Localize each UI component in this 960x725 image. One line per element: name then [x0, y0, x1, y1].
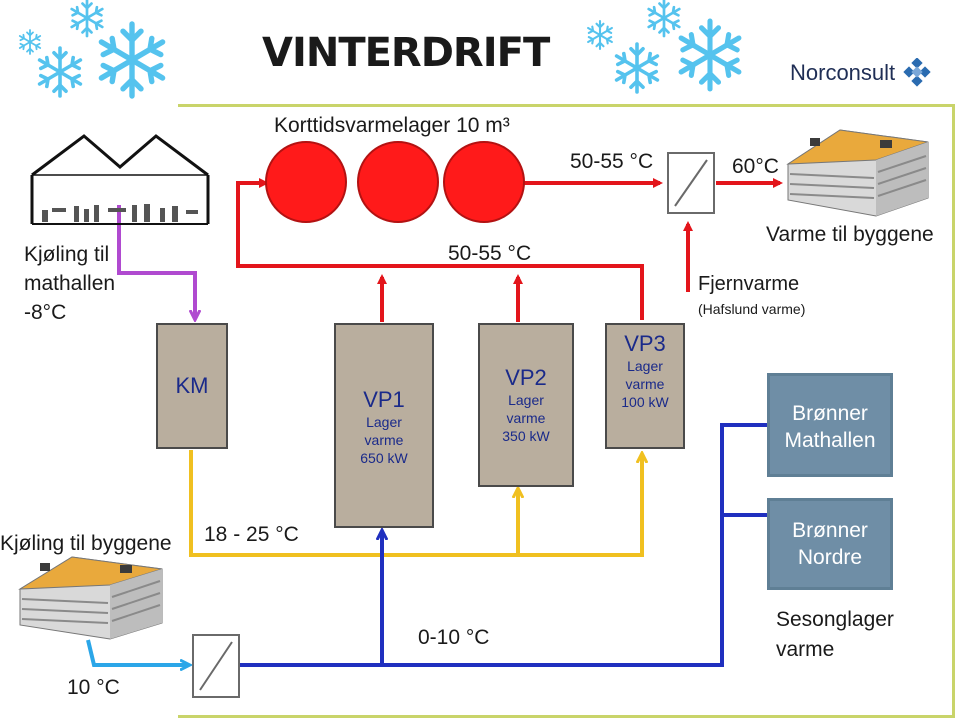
well-mathallen-line1: Brønner [792, 402, 868, 425]
low-temp-loop [189, 450, 642, 557]
unit-vp1-line3: 650 kW [360, 450, 408, 466]
unit-vp1-name: VP1 [363, 387, 405, 412]
unit-vp1: VP1 Lager varme 650 kW [334, 323, 434, 528]
ground-loop [240, 423, 767, 667]
heat-buildings-label: Varme til byggene [766, 223, 934, 246]
snowflake-icon [587, 19, 613, 51]
snowflake-icon [101, 24, 162, 96]
building-cooling-label: Kjøling til byggene [0, 532, 172, 555]
unit-vp3: VP3 Lager varme 100 kW [605, 323, 685, 449]
storage-tank-1 [265, 141, 347, 223]
temp-mid: 50-55 °C [448, 242, 532, 265]
snowflake-icon [70, 0, 104, 38]
unit-vp2-line2: varme [506, 410, 546, 426]
temp-out: 60°C [732, 155, 779, 178]
market-cooling-line-2: mathallen [24, 272, 116, 295]
market-hall-icon [30, 134, 210, 225]
temp-ground-loop: 0-10 °C [418, 626, 490, 649]
unit-vp2: VP2 Lager varme 350 kW [478, 323, 574, 487]
temp-bottom-left: 10 °C [67, 676, 120, 699]
snowflake-icon [18, 29, 42, 55]
snowflake-icon [614, 42, 660, 94]
well-mathallen: Brønner Mathallen [767, 373, 893, 477]
market-cooling-line-3: -8°C [24, 301, 67, 324]
logo-text: Norconsult [790, 60, 896, 85]
temp-top-right: 50-55 °C [570, 150, 654, 173]
building-icon [18, 556, 163, 640]
snowflake-icon [37, 46, 83, 98]
unit-vp3-line1: Lager [627, 358, 663, 374]
content-frame [178, 104, 955, 718]
heat-exchanger-icon [667, 152, 715, 214]
seasonal-storage-label: Sesonglager varme [776, 605, 894, 665]
storage-tanks [265, 141, 525, 223]
well-nordre-line1: Brønner [792, 519, 868, 542]
unit-vp3-line3: 100 kW [621, 394, 669, 410]
seasonal-line-2: varme [776, 638, 835, 661]
unit-vp3-line2: varme [625, 376, 665, 392]
unit-km-name: KM [175, 373, 209, 398]
unit-vp2-line3: 350 kW [502, 428, 550, 444]
seasonal-line-1: Sesonglager [776, 608, 894, 631]
district-heating-label: Fjernvarme [698, 273, 800, 295]
norconsult-logo-icon [903, 58, 931, 87]
unit-vp3-name: VP3 [624, 331, 666, 356]
storage-tank-2 [357, 141, 439, 223]
page-title: VINTERDRIFT [262, 30, 550, 76]
market-cooling-line [117, 205, 195, 318]
building-cooling-line [86, 639, 188, 665]
unit-km: KM [156, 323, 228, 449]
norconsult-logo: Norconsult [790, 56, 940, 92]
market-cooling-line-1: Kjøling til [24, 243, 110, 266]
unit-vp2-line1: Lager [508, 392, 544, 408]
storage-tank-3 [443, 141, 525, 223]
heat-exchanger-icon [192, 634, 240, 698]
unit-vp2-name: VP2 [505, 365, 547, 390]
well-mathallen-line2: Mathallen [784, 429, 876, 452]
well-nordre-line2: Nordre [797, 546, 863, 569]
hot-supply-lines [236, 178, 783, 322]
market-cooling-label: Kjøling til mathallen -8°C [24, 240, 115, 327]
unit-vp1-line2: varme [364, 432, 404, 448]
district-heating-sub: (Hafslund varme) [698, 301, 806, 317]
snowflake-icon [681, 21, 739, 89]
temp-low-loop: 18 - 25 °C [204, 523, 299, 546]
unit-vp1-line1: Lager [366, 414, 402, 430]
well-nordre: Brønner Nordre [767, 498, 893, 590]
snowflake-icon [647, 0, 681, 38]
building-icon [786, 129, 929, 217]
storage-label: Korttidsvarmelager 10 m³ [274, 114, 510, 137]
